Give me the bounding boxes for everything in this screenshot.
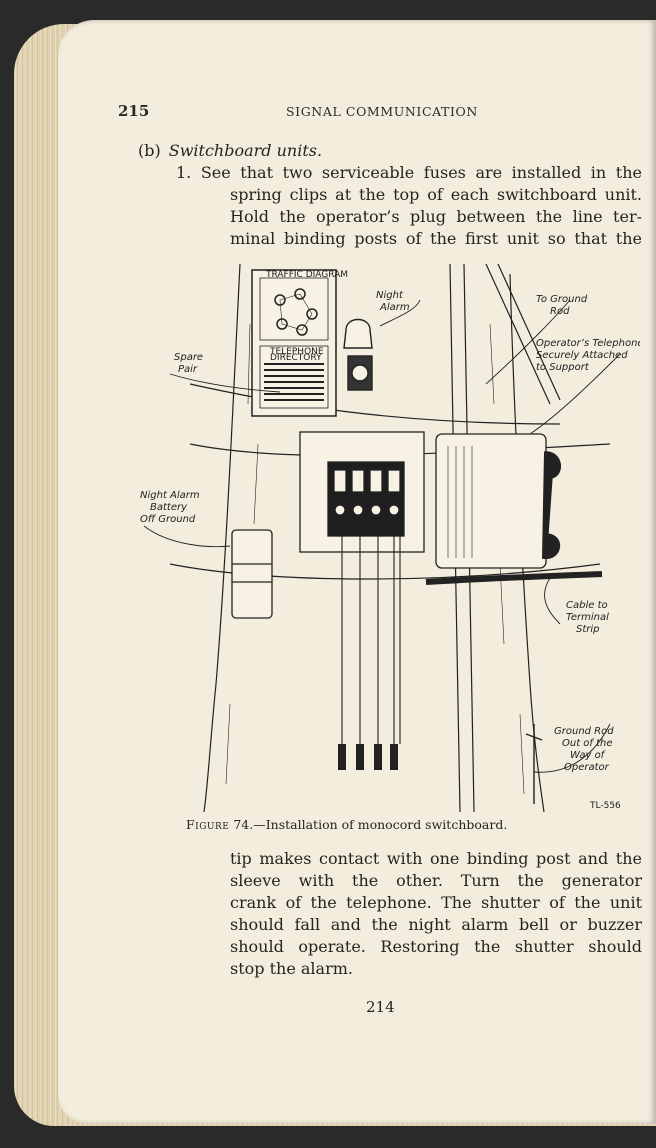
paragraph-line: should fall and the night alarm bell or … — [230, 915, 642, 934]
paragraph-line: crank of the telephone. The shutter of t… — [230, 893, 642, 912]
telephone-directory-label: TELEPHONE — [269, 347, 324, 357]
subheading: (b) Switchboard units. — [138, 140, 618, 162]
subheading-title: Switchboard units. — [168, 141, 323, 160]
spare-pair-label: Spare — [174, 352, 203, 363]
switchboard-unit — [299, 431, 425, 553]
caption-prefix: Figure — [186, 817, 230, 832]
paragraph-1: 1. See that two serviceable fuses are in… — [176, 162, 642, 250]
cable-to-strip-label: Terminal — [566, 612, 609, 623]
running-head: 215 SIGNAL COMMUNICATION — [118, 100, 638, 124]
folio-number: 214 — [366, 998, 395, 1016]
cords — [341, 536, 401, 744]
ground-rod-label: Operator — [564, 762, 610, 773]
ground-rod-label: Way of — [570, 750, 606, 761]
telephone-directory-label: DIRECTORY — [270, 353, 322, 363]
night-alarm-bell — [343, 318, 373, 391]
figure-illustration: TRAFFIC DIAGRAM TELEPHONE DIRECTORY — [130, 264, 640, 812]
caption-text: 74.—Installation of monocord switchboard… — [233, 817, 508, 832]
switchboard-illustration: TRAFFIC DIAGRAM TELEPHONE DIRECTORY — [140, 264, 640, 812]
section-title: SIGNAL COMMUNICATION — [286, 104, 478, 119]
paragraph-line: tip makes contact with one binding post … — [230, 849, 642, 868]
spare-pair-label: Pair — [178, 364, 198, 375]
tree-trunk — [203, 264, 241, 812]
paragraph-line: should operate. Restoring the shutter sh… — [230, 937, 642, 956]
ground-rod — [525, 724, 543, 804]
figure-id: TL-556 — [589, 801, 621, 811]
operators-telephone-label: Operator’s Telephone — [536, 338, 640, 349]
traffic-diagram-board — [251, 269, 337, 417]
figure-caption: Figure 74.—Installation of monocord swit… — [186, 817, 626, 832]
paragraph-2: tip makes contact with one binding post … — [230, 848, 642, 980]
traffic-diagram-label: TRAFFIC DIAGRAM — [265, 270, 348, 280]
paragraph-indent: spring clips at the top of each switchbo… — [176, 184, 642, 250]
to-ground-rod-label: Rod — [550, 306, 570, 317]
paragraph-line: Hold the operator’s plug between the lin… — [230, 207, 642, 226]
paragraph-line: minal binding posts of the first unit so… — [230, 229, 642, 248]
paragraph-line: spring clips at the top of each switchbo… — [230, 185, 642, 204]
cable-to-strip-label: Strip — [576, 624, 600, 635]
tree-trunk — [509, 273, 545, 812]
night-alarm-label: Alarm — [379, 302, 410, 313]
night-alarm-battery-label: Off Ground — [140, 514, 196, 525]
cable-to-strip-label: Cable to — [566, 600, 608, 611]
operators-telephone-label: Securely Attached — [536, 350, 628, 361]
paragraph-line: sleeve with the other. Turn the generato… — [230, 871, 642, 890]
subheading-marker: (b) — [138, 141, 161, 160]
cable — [425, 571, 603, 585]
support-pole — [485, 264, 561, 405]
night-alarm-battery — [231, 529, 273, 619]
ground-rod-label: Ground Rod — [554, 726, 614, 737]
ground-rod-label: Out of the — [562, 738, 613, 749]
night-alarm-battery-label: Night Alarm — [140, 490, 200, 501]
operators-telephone — [435, 433, 562, 569]
book-page — [58, 20, 656, 1124]
page-number: 215 — [118, 102, 150, 120]
paragraph-line: stop the alarm. — [230, 959, 353, 978]
plugs — [338, 744, 398, 770]
operators-telephone-label: to Support — [536, 362, 590, 373]
night-alarm-battery-label: Battery — [150, 502, 188, 513]
to-ground-rod-label: To Ground — [536, 294, 588, 305]
wire — [169, 563, 601, 580]
night-alarm-label: Night — [376, 290, 404, 301]
paragraph-line: 1. See that two serviceable fuses are in… — [176, 163, 642, 182]
wire — [189, 383, 561, 425]
